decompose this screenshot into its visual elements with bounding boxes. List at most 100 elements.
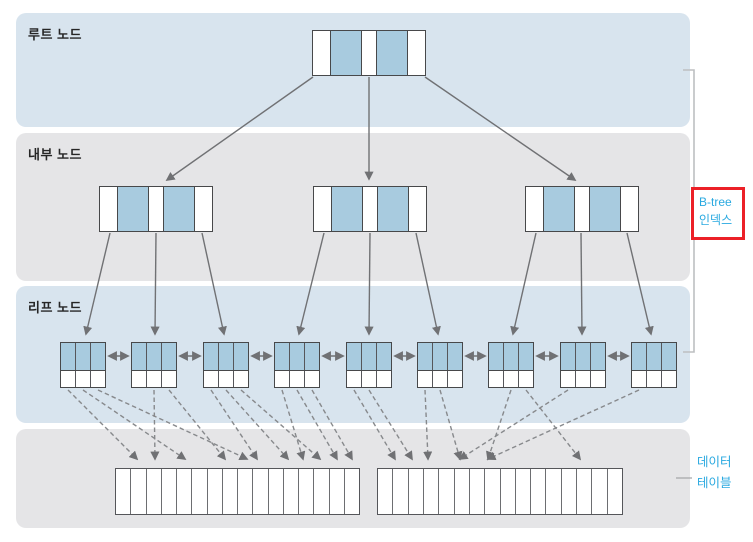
leaf-pointer-cell — [503, 371, 518, 387]
data-table-cell — [206, 469, 222, 514]
leaf-pointer-cell — [361, 371, 376, 387]
leaf-pointer-cell — [590, 371, 605, 387]
leaf-pointer-cell — [561, 371, 575, 387]
internal-node — [313, 186, 427, 232]
internal-node — [99, 186, 213, 232]
leaf-key-cell — [132, 343, 146, 370]
pointer-cell — [407, 31, 425, 75]
leaf-pointer-cell — [447, 371, 462, 387]
internal-node — [525, 186, 639, 232]
leaf-node — [131, 342, 177, 388]
data-table — [377, 468, 623, 515]
data-table-cell — [422, 469, 438, 514]
key-cell — [376, 31, 408, 75]
leaf-pointer-cell — [418, 371, 432, 387]
root-band-label: 루트 노드 — [28, 27, 82, 42]
internal-band-label: 내부 노드 — [28, 147, 82, 162]
leaf-pointer-row — [275, 370, 319, 387]
leaf-pointer-row — [61, 370, 105, 387]
key-cell — [377, 187, 409, 231]
leaf-pointer-cell — [275, 371, 289, 387]
leaf-key-cell — [161, 343, 176, 370]
btree-annotation-line1: B-tree — [699, 195, 732, 209]
data-table-cell — [221, 469, 237, 514]
data-table-cell — [282, 469, 298, 514]
key-cell — [116, 187, 148, 231]
data-table-cell — [176, 469, 191, 514]
key-cell — [163, 187, 195, 231]
leaf-pointer-row — [347, 370, 391, 387]
key-cell — [542, 187, 574, 231]
leaf-pointer-row — [632, 370, 676, 387]
leaf-key-cell — [275, 343, 289, 370]
leaf-pointer-cell — [432, 371, 447, 387]
data-table-cell — [392, 469, 407, 514]
leaf-key-row — [132, 343, 176, 370]
leaf-pointer-cell — [575, 371, 590, 387]
leaf-node — [560, 342, 606, 388]
key-cell — [589, 187, 621, 231]
leaf-pointer-cell — [161, 371, 176, 387]
leaf-key-row — [61, 343, 105, 370]
leaf-pointer-cell — [518, 371, 533, 387]
leaf-key-cell — [489, 343, 503, 370]
leaf-pointer-cell — [75, 371, 90, 387]
leaf-key-row — [561, 343, 605, 370]
leaf-key-cell — [289, 343, 304, 370]
leaf-key-cell — [590, 343, 605, 370]
root-node — [312, 30, 426, 76]
leaf-node — [631, 342, 677, 388]
leaf-key-cell — [61, 343, 75, 370]
leaf-key-cell — [75, 343, 90, 370]
leaf-pointer-row — [418, 370, 462, 387]
leaf-key-cell — [447, 343, 462, 370]
leaf-key-cell — [503, 343, 518, 370]
leaf-pointer-cell — [146, 371, 161, 387]
data-table-cell — [343, 469, 359, 514]
data-table-cell — [267, 469, 283, 514]
pointer-cell — [313, 31, 330, 75]
pointer-cell — [194, 187, 212, 231]
key-cell — [329, 31, 361, 75]
leaf-node — [274, 342, 320, 388]
leaf-key-cell — [90, 343, 105, 370]
leaf-pointer-cell — [376, 371, 391, 387]
leaf-pointer-cell — [304, 371, 319, 387]
btree-annotation-line2: 인덱스 — [699, 213, 733, 227]
leaf-pointer-row — [132, 370, 176, 387]
data-table-cell — [560, 469, 576, 514]
data-table-cell — [468, 469, 484, 514]
leaf-key-cell — [432, 343, 447, 370]
leaf-pointer-row — [204, 370, 248, 387]
leaf-pointer-cell — [646, 371, 661, 387]
leaf-pointer-cell — [218, 371, 233, 387]
leaf-key-row — [275, 343, 319, 370]
data-table-cell — [378, 469, 392, 514]
data-table-cell — [591, 469, 606, 514]
leaf-node — [60, 342, 106, 388]
leaf-key-cell — [561, 343, 575, 370]
leaf-node — [488, 342, 534, 388]
data-table-cell — [252, 469, 267, 514]
leaf-key-cell — [575, 343, 590, 370]
leaf-pointer-cell — [204, 371, 218, 387]
leaf-key-cell — [661, 343, 676, 370]
leaf-pointer-cell — [489, 371, 503, 387]
leaf-key-cell — [233, 343, 248, 370]
leaf-key-cell — [146, 343, 161, 370]
leaf-key-row — [347, 343, 391, 370]
leaf-node — [417, 342, 463, 388]
pointer-cell — [573, 187, 590, 231]
data-table-cell — [313, 469, 328, 514]
leaf-key-cell — [304, 343, 319, 370]
pointer-cell — [526, 187, 543, 231]
leaf-key-row — [418, 343, 462, 370]
leaf-key-cell — [218, 343, 233, 370]
leaf-pointer-cell — [90, 371, 105, 387]
leaf-key-row — [204, 343, 248, 370]
leaf-pointer-cell — [61, 371, 75, 387]
data-table — [115, 468, 360, 515]
data-table-cell — [484, 469, 499, 514]
leaf-pointer-row — [561, 370, 605, 387]
leaf-pointer-cell — [289, 371, 304, 387]
